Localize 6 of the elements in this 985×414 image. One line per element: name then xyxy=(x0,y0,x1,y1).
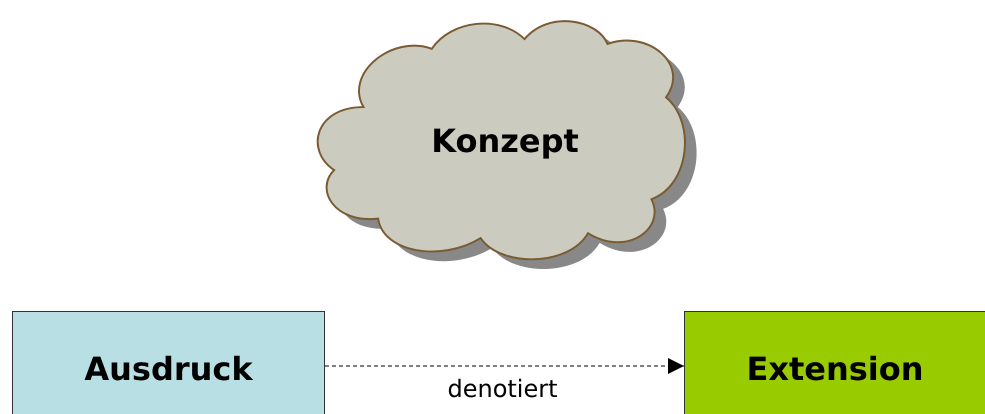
node-label: Ausdruck xyxy=(84,350,253,388)
node-label: Konzept xyxy=(431,122,579,160)
process-box xyxy=(684,311,985,414)
process-box xyxy=(12,311,325,414)
node-label: Extension xyxy=(746,350,924,388)
arrow xyxy=(325,358,684,374)
